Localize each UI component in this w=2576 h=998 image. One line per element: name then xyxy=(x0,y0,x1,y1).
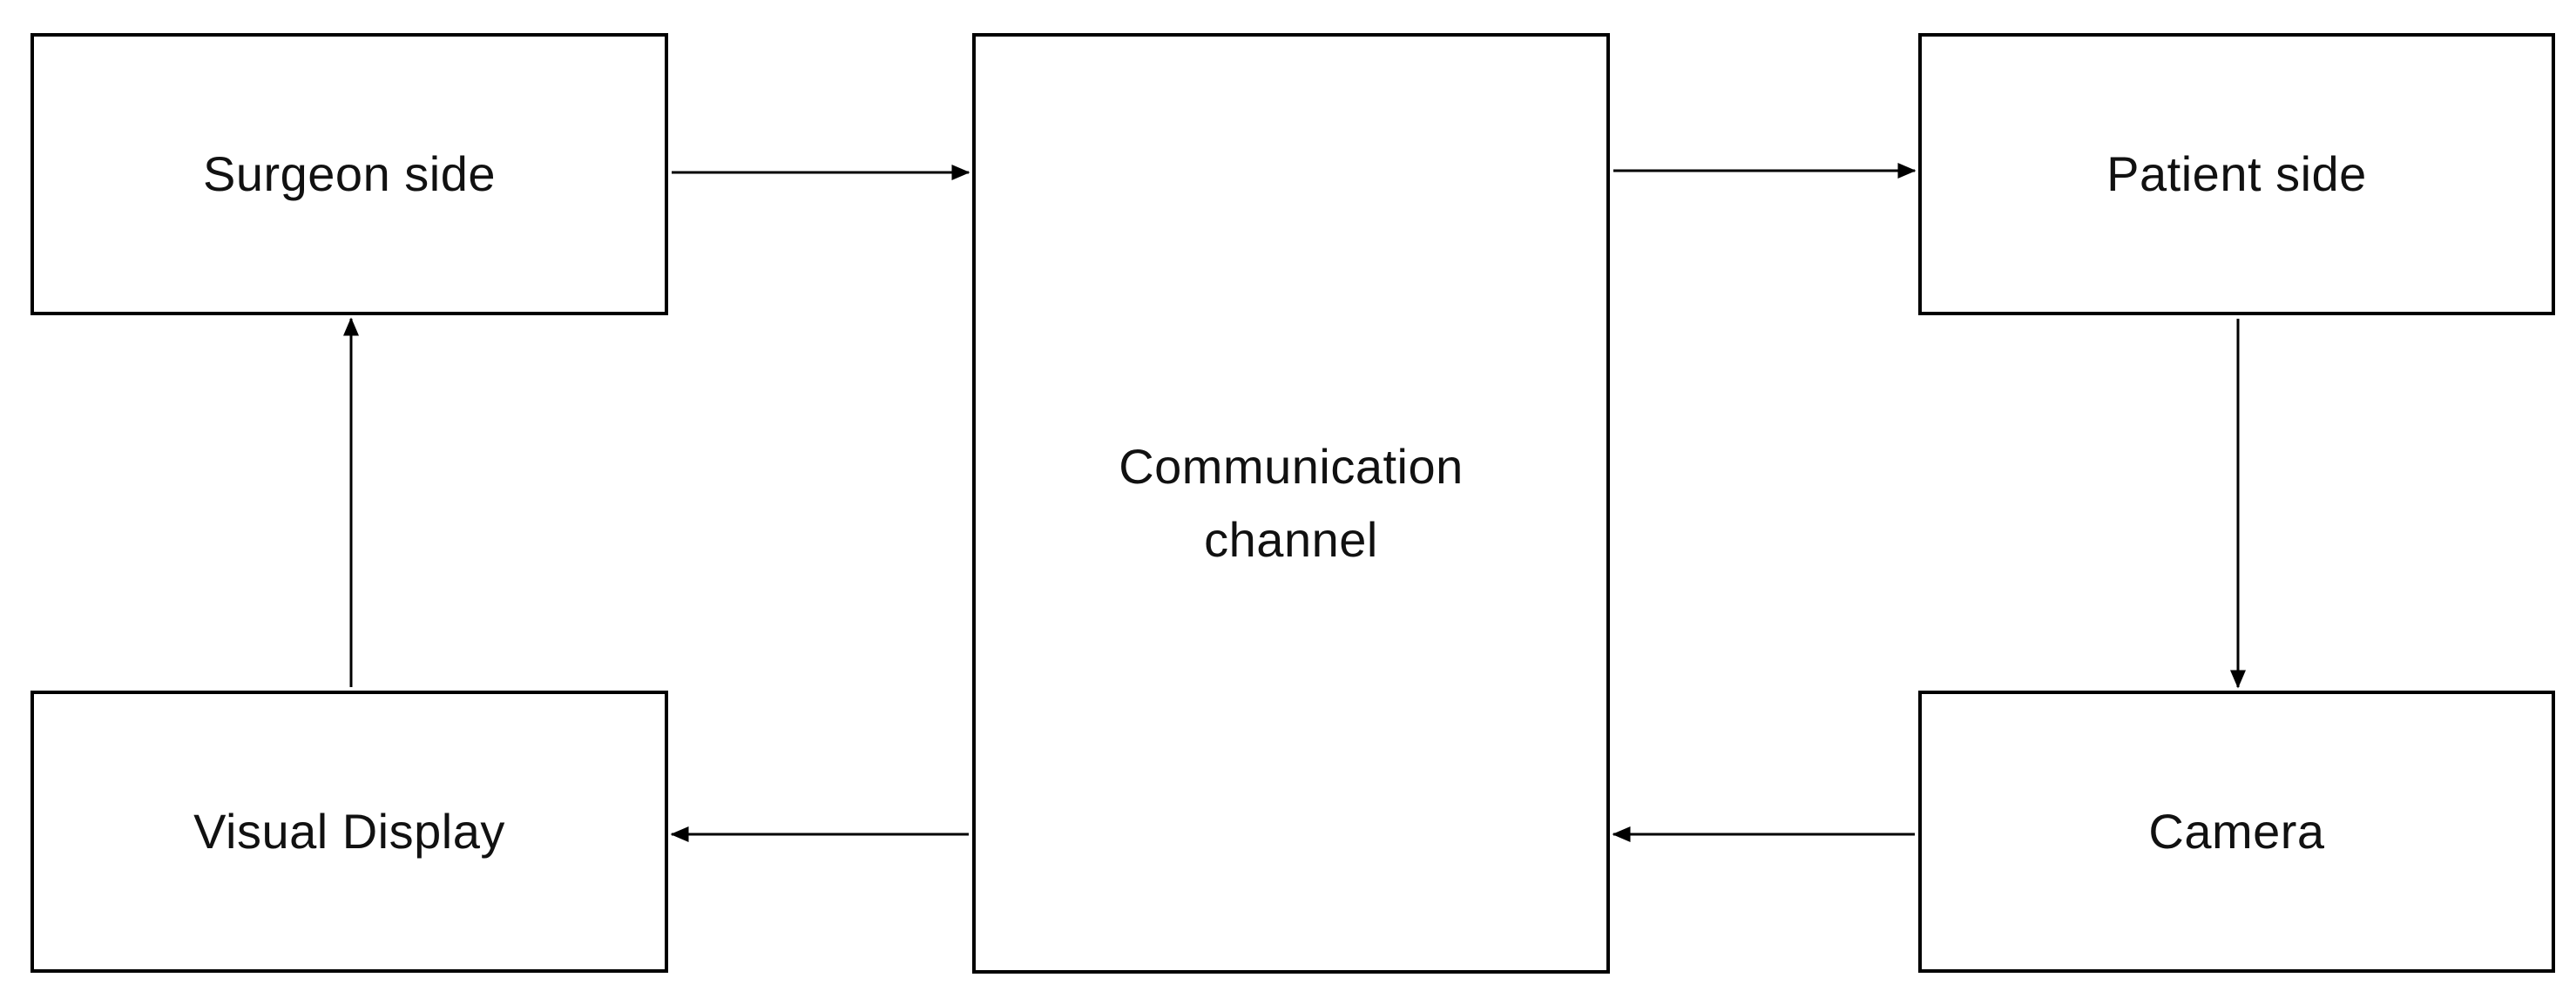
node-camera-label: Camera xyxy=(2148,804,2325,859)
node-camera: Camera xyxy=(1918,691,2555,973)
node-visual-display: Visual Display xyxy=(30,691,668,973)
node-communication-channel: Communication channel xyxy=(972,33,1610,974)
node-surgeon-side: Surgeon side xyxy=(30,33,668,315)
node-patient-side: Patient side xyxy=(1918,33,2555,315)
node-communication-channel-label: Communication channel xyxy=(1119,439,1464,567)
node-patient-side-label: Patient side xyxy=(2106,146,2367,201)
node-surgeon-side-label: Surgeon side xyxy=(202,146,496,201)
node-visual-display-label: Visual Display xyxy=(193,804,505,859)
